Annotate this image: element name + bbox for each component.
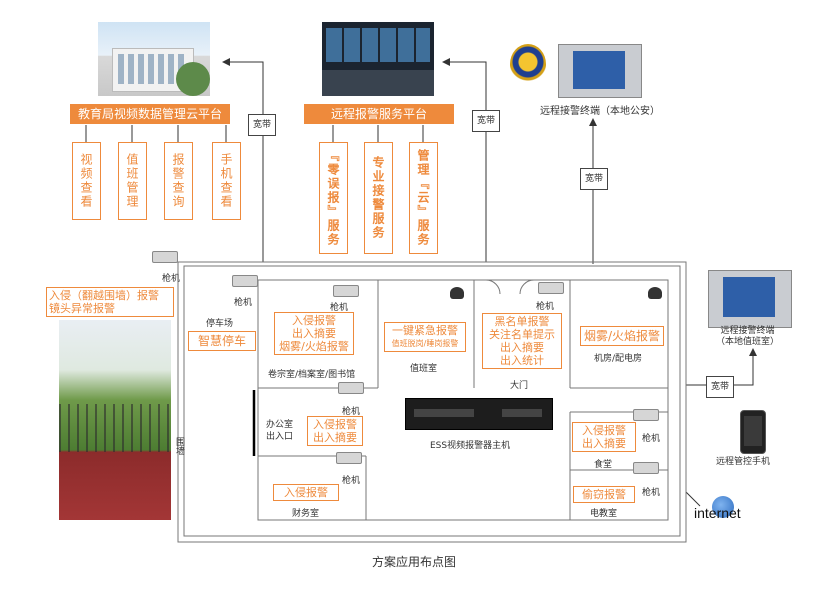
- duty-room-feature-main: 一键紧急报警: [392, 324, 458, 337]
- gun-camera-icon: [336, 452, 362, 464]
- police-badge-icon: [510, 44, 546, 84]
- power-room-label: 机房/配电房: [594, 354, 643, 364]
- smart-parking-box: 智慧停车: [188, 331, 256, 351]
- gun-camera-label: 枪机: [162, 274, 181, 284]
- duty-room-feature-sub: 值班脱岗/睡岗报警: [391, 339, 459, 348]
- duty-room-features-box: 一键紧急报警 值班脱岗/睡岗报警: [384, 322, 466, 352]
- campus-wall-photo: [59, 320, 171, 520]
- education-bureau-photo: [98, 22, 210, 96]
- alarm-center-photo: [322, 22, 434, 96]
- cloud-platform-title: 教育局视频数据管理云平台: [70, 104, 230, 124]
- power-room-features-box: 烟雾/火焰报警: [580, 326, 664, 346]
- dvr-label: ESS视频报警器主机: [430, 441, 511, 451]
- gun-camera-icon: [633, 462, 659, 474]
- office-features-box: 入侵报警 出入摘要: [307, 416, 363, 446]
- broadband-label-4: 宽带: [706, 376, 734, 398]
- ecl-room-label: 电教室: [590, 509, 618, 519]
- remote-mobile-label: 远程管控手机: [716, 457, 771, 467]
- diagram-caption: 方案应用布点图: [372, 555, 457, 569]
- dome-camera-icon: [450, 287, 464, 299]
- finance-label: 财务室: [292, 509, 320, 519]
- cloud-item-alarm-query: 报警查询: [164, 142, 193, 220]
- alarm-platform-title: 远程报警服务平台: [304, 104, 454, 124]
- gun-camera-label: 枪机: [234, 298, 253, 308]
- gun-camera-label: 枪机: [330, 303, 349, 313]
- archive-features-box: 入侵报警 出入摘要 烟雾/火焰报警: [274, 312, 354, 355]
- gun-camera-icon: [333, 285, 359, 297]
- archive-label: 卷宗室/档案室/图书馆: [268, 370, 356, 380]
- cloud-item-video: 视频查看: [72, 142, 101, 220]
- mobile-phone-icon: [740, 410, 766, 454]
- gun-camera-icon: [338, 382, 364, 394]
- dome-camera-icon: [648, 287, 662, 299]
- alarm-item-zero-false: 『零误报』服务: [319, 142, 348, 254]
- duty-room-label: 值班室: [410, 364, 438, 374]
- cloud-item-mobile-view: 手机查看: [212, 142, 241, 220]
- canteen-label: 食堂: [594, 460, 613, 470]
- gate-label: 大门: [510, 381, 529, 391]
- gate-features-box: 黑名单报警 关注名单提示 出入摘要 出入统计: [482, 313, 562, 369]
- gun-camera-icon: [633, 409, 659, 421]
- gun-camera-icon: [538, 282, 564, 294]
- duty-terminal-icon: [708, 270, 792, 328]
- globe-icon: [712, 496, 734, 518]
- wall-alert-box: 入侵（翻越围墙）报警 镜头异常报警: [46, 287, 174, 317]
- duty-terminal-label: 远程接警终端 （本地值班室）: [716, 326, 780, 347]
- gun-camera-label: 枪机: [342, 407, 361, 417]
- wall-label: 围墙: [174, 437, 184, 455]
- gun-camera-icon: [152, 251, 178, 263]
- office-label: 办公室 出入口: [266, 420, 294, 442]
- alarm-item-professional: 专业接警服务: [364, 142, 393, 254]
- internet-label: internet: [694, 505, 741, 521]
- gun-camera-label: 枪机: [342, 476, 361, 486]
- alarm-item-cloud: 管理『云』服务: [409, 142, 438, 254]
- broadband-label-2: 宽带: [472, 110, 500, 132]
- dvr-device-icon: [405, 398, 553, 430]
- police-terminal-icon: [558, 44, 642, 98]
- broadband-label-3: 宽带: [580, 168, 608, 190]
- canteen-features-box: 入侵报警 出入摘要: [572, 422, 636, 452]
- gun-camera-label: 枪机: [642, 488, 661, 498]
- ecl-room-features-box: 偷窃报警: [573, 486, 635, 503]
- parking-label: 停车场: [206, 319, 234, 329]
- gun-camera-label: 枪机: [536, 302, 555, 312]
- gun-camera-label: 枪机: [642, 434, 661, 444]
- cloud-item-duty: 值班管理: [118, 142, 147, 220]
- gun-camera-icon: [232, 275, 258, 287]
- broadband-label-1: 宽带: [248, 114, 276, 136]
- police-terminal-label: 远程接警终端（本地公安）: [540, 106, 660, 117]
- finance-features-box: 入侵报警: [273, 484, 339, 501]
